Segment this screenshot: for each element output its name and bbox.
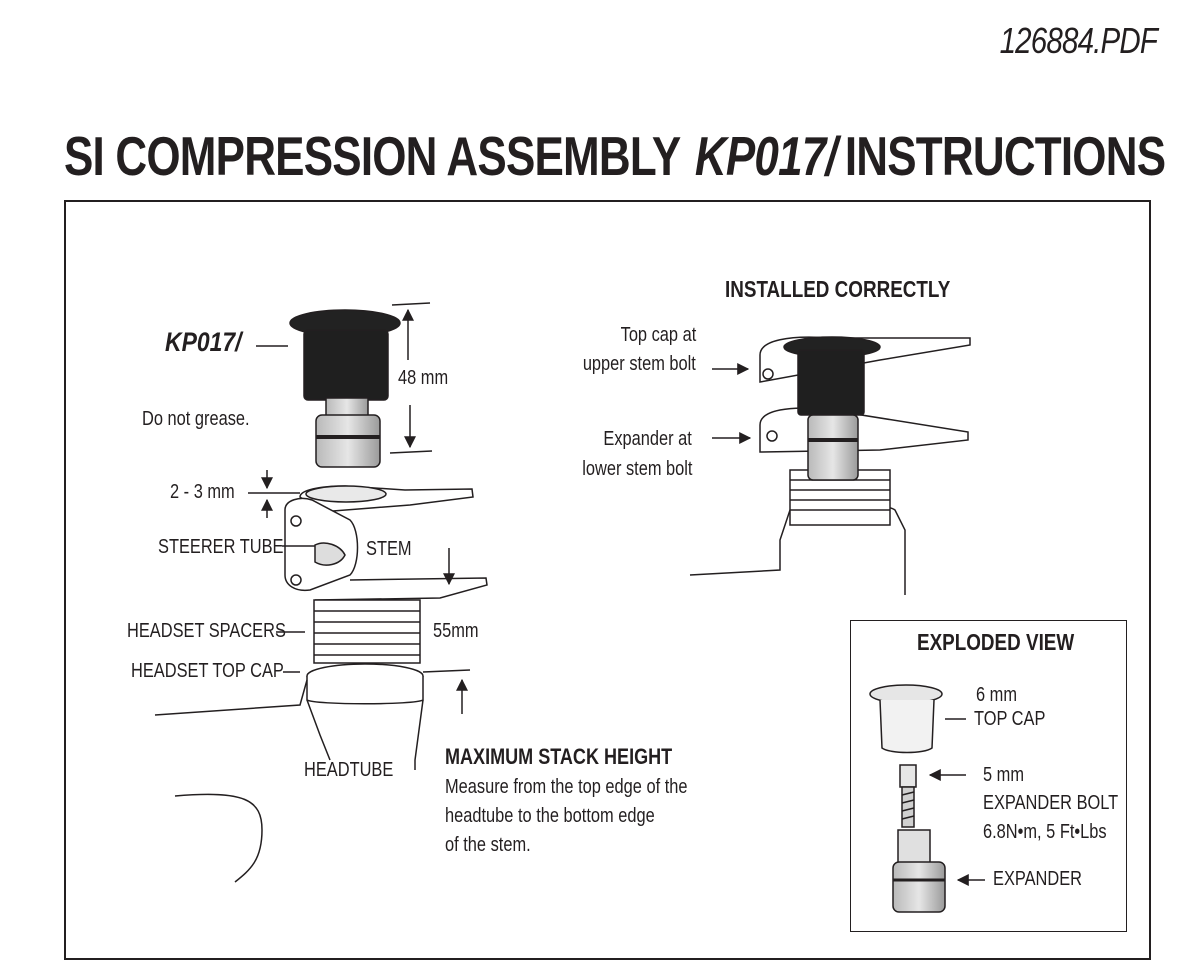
stem-label: STEM <box>366 538 412 560</box>
installed-heading: INSTALLED CORRECTLY <box>725 276 951 302</box>
gap-label: 2 - 3 mm <box>170 481 235 503</box>
assembly-illustrations <box>154 302 985 913</box>
height-label: 48 mm <box>398 367 449 389</box>
stack-note-line-1: Measure from the top edge of the <box>445 776 688 798</box>
bolt-size-label: 5 mm <box>983 764 1024 786</box>
headset-spacers-label: HEADSET SPACERS <box>127 620 286 642</box>
exploded-view-box <box>850 620 1127 932</box>
exploded-arrows <box>928 718 985 886</box>
exploded-heading: EXPLODED VIEW <box>917 629 1075 655</box>
installed-arrows <box>712 363 752 444</box>
expander-position-line-2: lower stem bolt <box>581 458 692 480</box>
title-tail: INSTRUCTIONS <box>844 125 1166 187</box>
part-code-label: KP017/ <box>165 327 242 357</box>
stack-note-heading: MAXIMUM STACK HEIGHT <box>445 744 673 769</box>
headset-top-cap-label: HEADSET TOP CAP <box>131 660 284 682</box>
exploded-view-drawing <box>869 684 946 913</box>
title-main: SI COMPRESSION ASSEMBLY <box>64 125 681 187</box>
topcap-name-label: TOP CAP <box>974 708 1046 730</box>
title-part-code: KP017/ <box>694 125 838 187</box>
installed-correctly-drawing <box>689 336 971 595</box>
bolt-torque-label: 6.8N•m, 5 Ft•Lbs <box>983 821 1107 843</box>
headtube-label: HEADTUBE <box>304 759 394 781</box>
stem-headtube-drawing <box>154 485 488 883</box>
stack-note-line-2: headtube to the bottom edge <box>445 805 655 827</box>
topcap-size-label: 6 mm <box>976 684 1017 706</box>
bolt-name-label: EXPANDER BOLT <box>983 792 1119 814</box>
height-dimension-48mm <box>256 302 433 454</box>
dimension-arrows-left <box>248 470 468 714</box>
grease-note: Do not grease. <box>142 408 250 430</box>
stack-note-line-3: of the stem. <box>445 834 531 856</box>
steerer-tube-label: STEERER TUBE <box>158 536 284 558</box>
expander-position-line-1: Expander at <box>603 428 692 450</box>
stack-height-label: 55mm <box>433 620 479 642</box>
topcap-position-line-2: upper stem bolt <box>582 353 696 375</box>
kp017-plug-drawing <box>289 309 401 468</box>
topcap-position-line-1: Top cap at <box>620 324 696 346</box>
document-file-id: 126884.PDF <box>999 20 1157 61</box>
expander-name-label: EXPANDER <box>993 868 1083 890</box>
